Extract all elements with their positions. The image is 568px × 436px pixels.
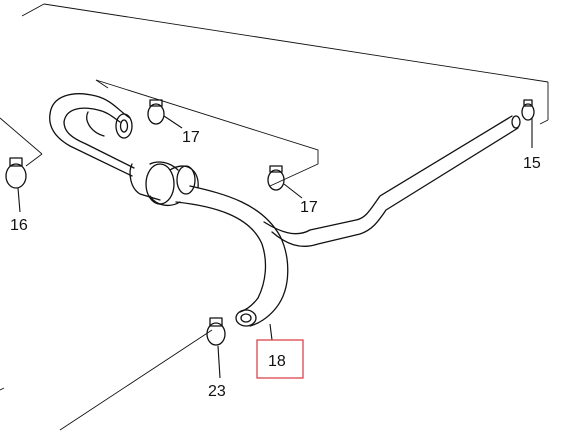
clamp-23 xyxy=(206,317,226,346)
label-part-23: 23 xyxy=(208,383,226,400)
highlight-box xyxy=(256,339,304,379)
clamp-16 xyxy=(5,157,27,189)
clamp-15 xyxy=(521,99,535,121)
frame-lines xyxy=(0,3,549,431)
hose-assembly xyxy=(49,93,521,327)
label-part-15: 15 xyxy=(523,155,541,172)
cluster-box xyxy=(95,79,319,187)
leader-lines xyxy=(17,115,533,379)
clamp-17a xyxy=(147,99,165,125)
label-part-16: 16 xyxy=(10,217,28,234)
label-part-17-upper: 17 xyxy=(182,129,200,146)
label-part-18: 18 xyxy=(268,353,286,370)
label-part-17-lower: 17 xyxy=(300,199,318,216)
clamp-17b xyxy=(267,165,285,191)
